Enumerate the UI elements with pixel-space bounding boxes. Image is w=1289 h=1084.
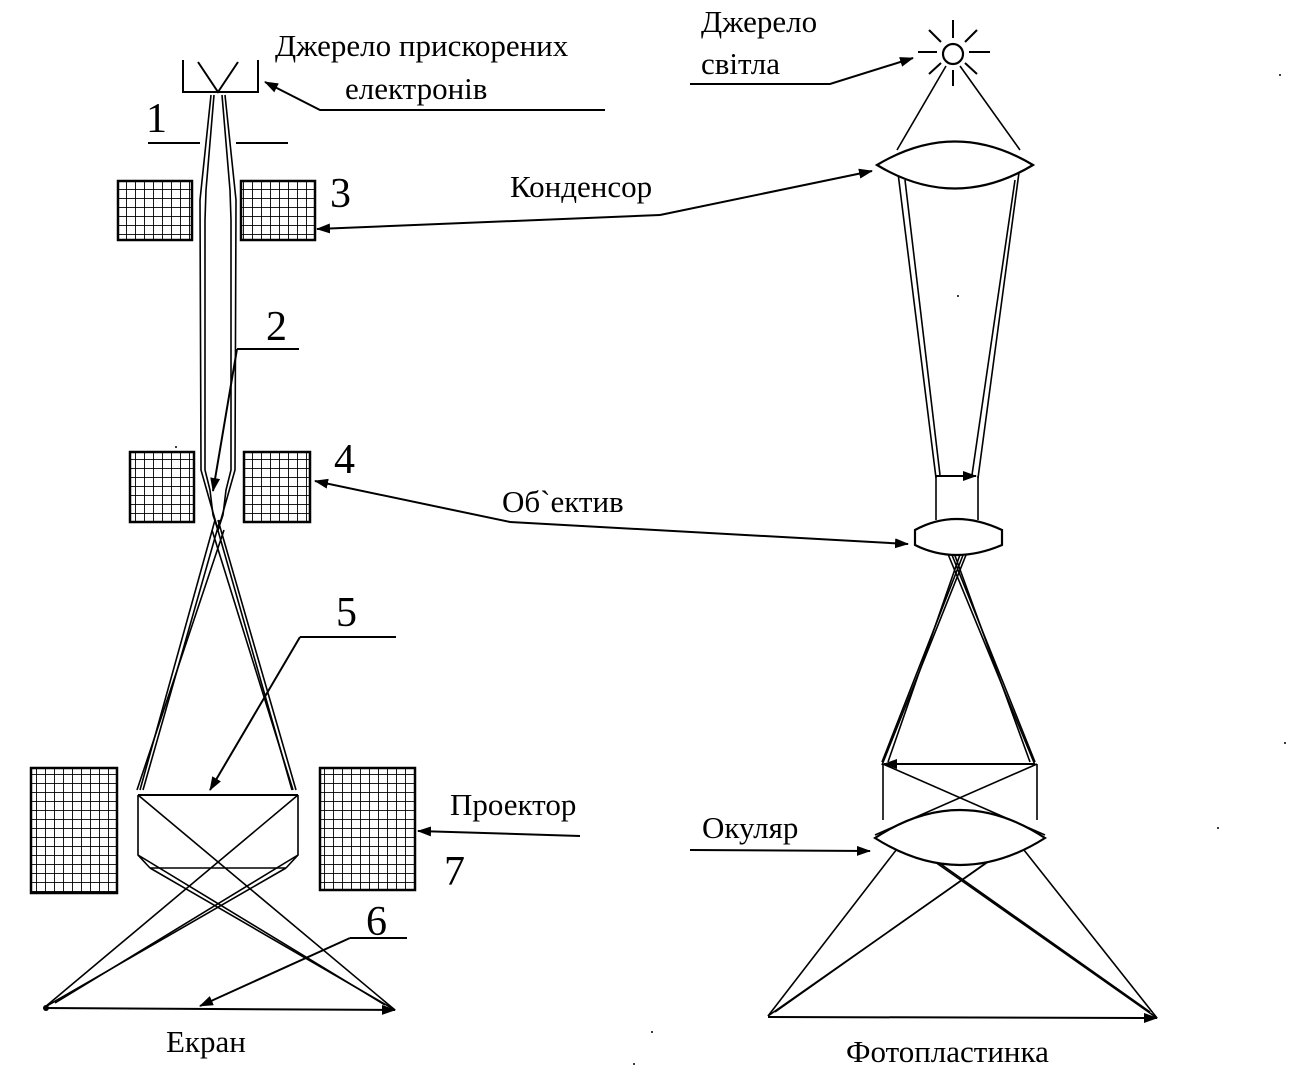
pointer-eyepiece — [689, 845, 871, 856]
objective-magnetic-lens — [128, 450, 312, 524]
label-number-6: 6 — [366, 899, 387, 945]
light-source-label-line2: світла — [701, 46, 780, 81]
projector-magnetic-lens — [29, 766, 417, 895]
scan-specks — [175, 74, 1286, 1065]
label-number-4: 4 — [334, 437, 355, 483]
label-number-2: 2 — [266, 304, 287, 350]
screen-label: Екран — [166, 1024, 246, 1059]
pointer-condenser-right — [659, 168, 873, 216]
condenser-magnetic-lens — [116, 179, 317, 242]
pointer-electron-source — [264, 81, 605, 111]
eyepiece-label: Окуляр — [702, 810, 798, 845]
pointer-projector — [417, 826, 581, 837]
objective-glass-lens — [913, 517, 1004, 557]
electron-gun — [182, 60, 259, 94]
label-number-1: 1 — [146, 96, 167, 142]
pointer-objective-left — [314, 478, 511, 523]
electron-microscope: 1 3 2 4 5 6 7 Джерело прискорених електр… — [29, 28, 605, 1059]
photoplate-label: Фотопластинка — [846, 1034, 1049, 1069]
light-microscope: Джерело світла Конденсор Об`ектив Проект… — [314, 4, 1158, 1069]
condenser-glass-lens — [874, 140, 1036, 190]
pointer-6 — [199, 937, 351, 1007]
projector-label: Проектор — [450, 787, 576, 822]
eyepiece-glass-lens — [872, 808, 1048, 867]
label-number-5: 5 — [336, 590, 357, 636]
condenser-label: Конденсор — [510, 169, 652, 204]
label-number-7: 7 — [444, 849, 465, 895]
objective-label: Об`ектив — [502, 484, 624, 519]
light-source-label-line1: Джерело — [701, 4, 817, 39]
label-number-3: 3 — [330, 171, 351, 217]
light-source-icon — [918, 20, 990, 86]
pointer-condenser-left — [316, 214, 661, 234]
pointer-5 — [209, 636, 301, 791]
pointer-objective-right — [509, 521, 909, 549]
electron-source-label-line1: Джерело прискорених — [275, 28, 569, 63]
pointer-2 — [210, 348, 238, 492]
electron-beam — [43, 94, 396, 1015]
electron-source-label-line2: електронів — [345, 71, 487, 106]
pointer-light-source — [690, 57, 914, 85]
